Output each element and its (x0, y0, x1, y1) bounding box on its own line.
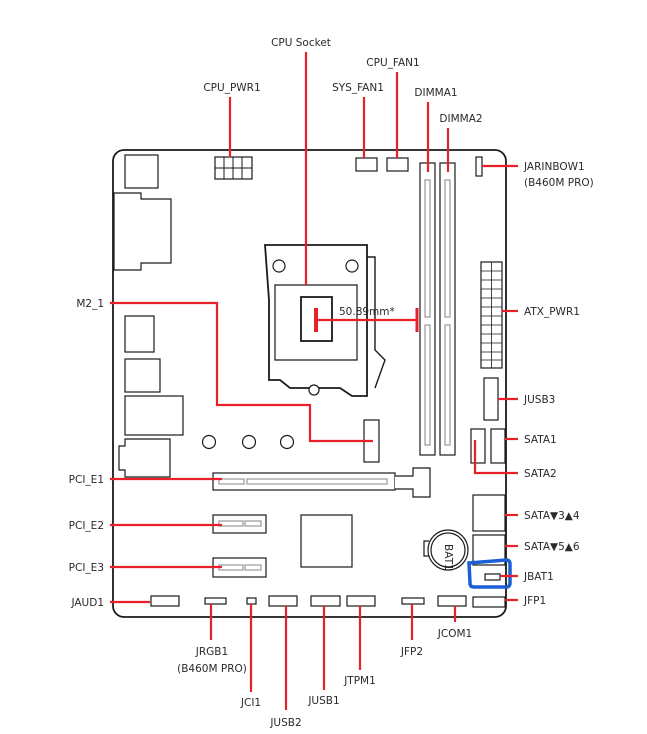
label-sata34: SATA▼3▲4 (524, 510, 580, 522)
sata2-connector (470, 428, 486, 464)
atx-pwr1-connector (480, 261, 503, 369)
label-jrgb1: JRGB1 (195, 646, 228, 658)
label-pci-e2: PCI_E2 (69, 520, 104, 532)
jusb1-header (310, 595, 341, 607)
battery-label: BAT1 (442, 544, 454, 571)
battery: BAT1 (423, 529, 469, 571)
jcom1-header (437, 595, 467, 607)
label-jusb1: JUSB1 (307, 695, 339, 707)
label-sys-fan1: SYS_FAN1 (332, 82, 384, 94)
mounting-hole (201, 434, 217, 450)
chipset (300, 514, 353, 568)
jaud1-header (150, 595, 180, 607)
label-jci1: JCI1 (240, 697, 261, 709)
pci-e3-slot (212, 557, 267, 578)
label-sata1: SATA1 (524, 434, 557, 446)
jfp1-connector (472, 596, 506, 608)
rear-io-panel (113, 154, 184, 478)
dimm-slots (419, 162, 456, 456)
label-jfp2: JFP2 (400, 646, 423, 658)
cpu-fan1-connector (386, 157, 409, 172)
sys-fan1-connector (355, 157, 378, 172)
label-jusb3: JUSB3 (523, 394, 555, 406)
label-jbat1: JBAT1 (523, 571, 554, 583)
label-atx-pwr1: ATX_PWR1 (524, 306, 580, 318)
jrgb1-header (204, 597, 227, 605)
label-jusb2: JUSB2 (269, 717, 301, 729)
sata34-connector (472, 494, 506, 532)
label-dimma2: DIMMA2 (439, 113, 482, 125)
jci1-header (246, 597, 257, 605)
mounting-hole (279, 434, 295, 450)
jusb2-header (268, 595, 298, 607)
label-sata2: SATA2 (524, 468, 557, 480)
label-jaud1: JAUD1 (70, 597, 104, 609)
jfp2-header (401, 597, 425, 605)
label-jcom1: JCOM1 (437, 628, 472, 640)
label-jfp1: JFP1 (523, 595, 546, 607)
label-cpu-socket: CPU Socket (271, 37, 331, 49)
sata1-connector (490, 428, 506, 464)
label-cpu-pwr1: CPU_PWR1 (203, 82, 260, 94)
jusb3-connector (483, 377, 499, 421)
label-measurement: 50.89mm* (339, 306, 395, 318)
label-cpu-fan1: CPU_FAN1 (366, 57, 419, 69)
mounting-hole (241, 434, 257, 450)
cpu-pwr1-connector (214, 156, 253, 180)
pci-e1-slot (212, 467, 431, 498)
label-jarinbow1: JARINBOW1 (523, 161, 585, 173)
jbat1-highlight (467, 558, 512, 589)
label-sata56: SATA▼5▲6 (524, 541, 580, 553)
jarinbow1-connector (475, 156, 483, 177)
pci-e2-slot (212, 514, 267, 534)
callout-lines (110, 52, 518, 710)
label-jarinbow1-note: (B460M PRO) (524, 177, 594, 189)
label-m2-1: M2_1 (76, 298, 104, 310)
jbat1-connector (484, 573, 501, 581)
label-jtpm1: JTPM1 (343, 675, 376, 687)
label-pci-e1: PCI_E1 (69, 474, 104, 486)
label-dimma1: DIMMA1 (414, 87, 457, 99)
label-pci-e3: PCI_E3 (69, 562, 104, 574)
label-jrgb1-note: (B460M PRO) (177, 663, 247, 675)
jtpm1-header (346, 595, 376, 607)
